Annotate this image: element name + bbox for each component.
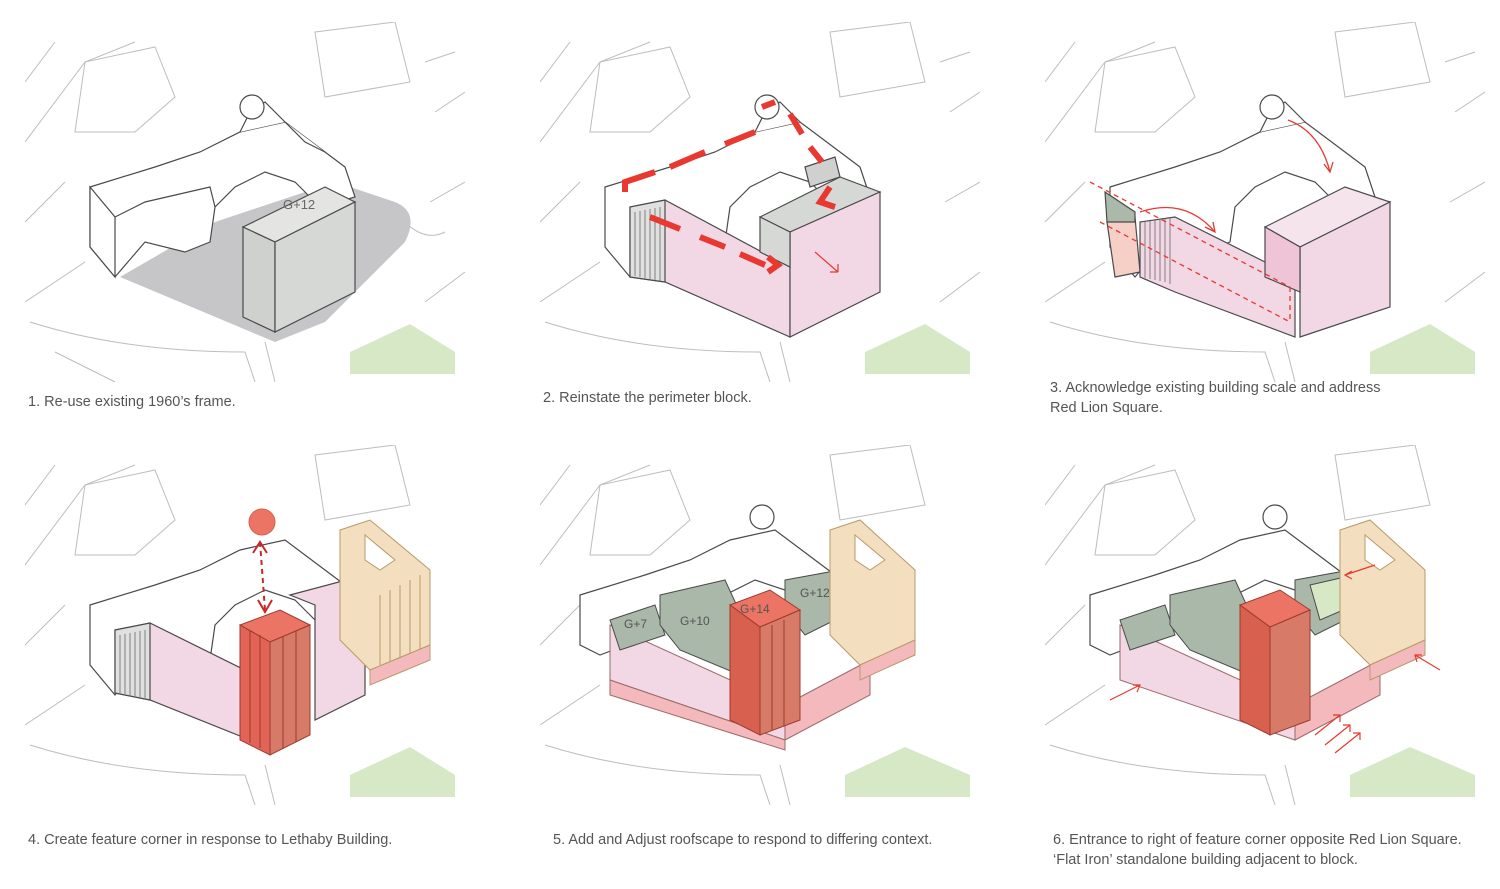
park-green: [1370, 324, 1475, 374]
panel-1-diagram: G+12: [25, 22, 465, 382]
park-green: [865, 324, 970, 374]
caption-3-line-2: Red Lion Square.: [1050, 400, 1163, 416]
perimeter-arrows: [622, 99, 836, 275]
label-g14: G+14: [740, 602, 770, 616]
context-streets: [25, 445, 411, 805]
caption-3-line-1: 3. Acknowledge existing building scale a…: [1050, 380, 1381, 396]
panel-5-svg: G+7 G+10 G+14 G+12: [540, 445, 970, 805]
caption-6-line-1: 6. Entrance to right of feature corner o…: [1053, 832, 1462, 848]
park-green: [1350, 747, 1475, 797]
panel-1-svg: G+12: [25, 22, 465, 382]
adjusted-block: [1104, 186, 1392, 338]
caption-1-line-1: 1. Re-use existing 1960’s frame.: [28, 394, 236, 410]
park-green: [350, 324, 455, 374]
dome: [239, 94, 265, 120]
feature-tower: [728, 589, 802, 736]
caption-2: 2. Reinstate the perimeter block.: [543, 388, 752, 408]
park-green: [350, 747, 455, 797]
park-green: [845, 747, 970, 797]
caption-5-line-1: 5. Add and Adjust roofscape to respond t…: [553, 832, 933, 848]
caption-4-line-1: 4. Create feature corner in response to …: [28, 832, 393, 848]
caption-5: 5. Add and Adjust roofscape to respond t…: [553, 830, 932, 850]
label-g12: G+12: [800, 586, 830, 600]
panel-6-svg: [1045, 445, 1475, 805]
label-g10: G+10: [680, 614, 710, 628]
caption-6-line-2: ‘Flat Iron’ standalone building adjacent…: [1053, 852, 1358, 868]
small-arrow: [814, 251, 839, 273]
dome-feature: [248, 508, 276, 536]
panel-3-diagram: [1045, 22, 1485, 382]
context-streets: [1045, 445, 1431, 805]
caption-3: 3. Acknowledge existing building scale a…: [1050, 378, 1381, 418]
lethaby-building: [829, 519, 916, 681]
label-g12: G+12: [283, 197, 315, 212]
feature-tower: [1238, 589, 1312, 736]
panel-4-diagram: [25, 445, 465, 805]
context-streets: [1045, 22, 1485, 382]
panel-3-svg: [1045, 22, 1485, 382]
flat-iron-building: [1339, 519, 1426, 681]
context-streets: [540, 445, 926, 805]
panel-2-diagram: [540, 22, 980, 382]
caption-4: 4. Create feature corner in response to …: [28, 830, 392, 850]
context-streets: [25, 22, 465, 382]
panel-5-diagram: G+7 G+10 G+14 G+12: [540, 445, 980, 805]
existing-frame: [89, 101, 356, 279]
caption-6: 6. Entrance to right of feature corner o…: [1053, 830, 1462, 870]
context-streets: [540, 22, 980, 382]
dashed-guides: [1089, 181, 1291, 323]
tower-g12: [241, 186, 357, 333]
entrance-arrows: [1109, 564, 1441, 754]
caption-1: 1. Re-use existing 1960’s frame.: [28, 392, 236, 412]
panel-4-svg: [25, 445, 455, 805]
panel-2-svg: [540, 22, 980, 382]
facade-lines: [634, 207, 661, 281]
lethaby-building: [339, 519, 431, 686]
curved-arrows: [1139, 119, 1334, 234]
facade-lines: [119, 630, 146, 698]
label-g7: G+7: [624, 617, 647, 631]
feature-corner: [238, 609, 312, 756]
caption-2-line-1: 2. Reinstate the perimeter block.: [543, 390, 752, 406]
dashed-link: [259, 541, 266, 611]
arrow-heads: [252, 540, 273, 614]
facade-lines: [1144, 217, 1171, 284]
panel-6-diagram: [1045, 445, 1485, 805]
